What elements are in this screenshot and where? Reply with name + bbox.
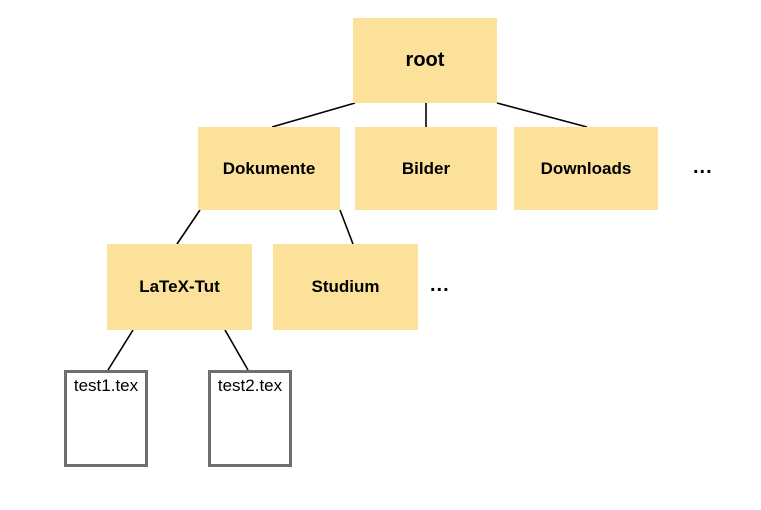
- ellipsis-level1: ...: [693, 156, 713, 178]
- node-bilder: Bilder: [355, 127, 497, 210]
- node-root: root: [353, 18, 497, 103]
- edge-latextut-test1: [107, 329, 134, 371]
- edge-dokumente-studium: [339, 209, 354, 245]
- node-downloads: Downloads: [514, 127, 658, 210]
- edge-root-dokumente: [271, 102, 356, 128]
- node-studium: Studium: [273, 244, 418, 330]
- node-root-label: root: [405, 49, 445, 71]
- node-test1-label: test1.tex: [73, 376, 139, 395]
- node-bilder-label: Bilder: [401, 158, 451, 178]
- node-test2-label: test2.tex: [217, 376, 283, 395]
- node-dokumente: Dokumente: [198, 127, 340, 210]
- edge-root-downloads: [496, 102, 588, 128]
- edge-latextut-test2: [224, 329, 249, 371]
- node-test1-file: test1.tex: [64, 370, 148, 467]
- node-test2-file: test2.tex: [208, 370, 292, 467]
- edge-dokumente-latextut: [176, 209, 201, 245]
- ellipsis-level2: ...: [430, 274, 450, 296]
- node-latex-tut-label: LaTeX-Tut: [139, 277, 220, 296]
- node-dokumente-label: Dokumente: [222, 158, 316, 178]
- node-latex-tut: LaTeX-Tut: [107, 244, 252, 330]
- node-downloads-label: Downloads: [540, 158, 632, 178]
- node-studium-label: Studium: [311, 277, 380, 296]
